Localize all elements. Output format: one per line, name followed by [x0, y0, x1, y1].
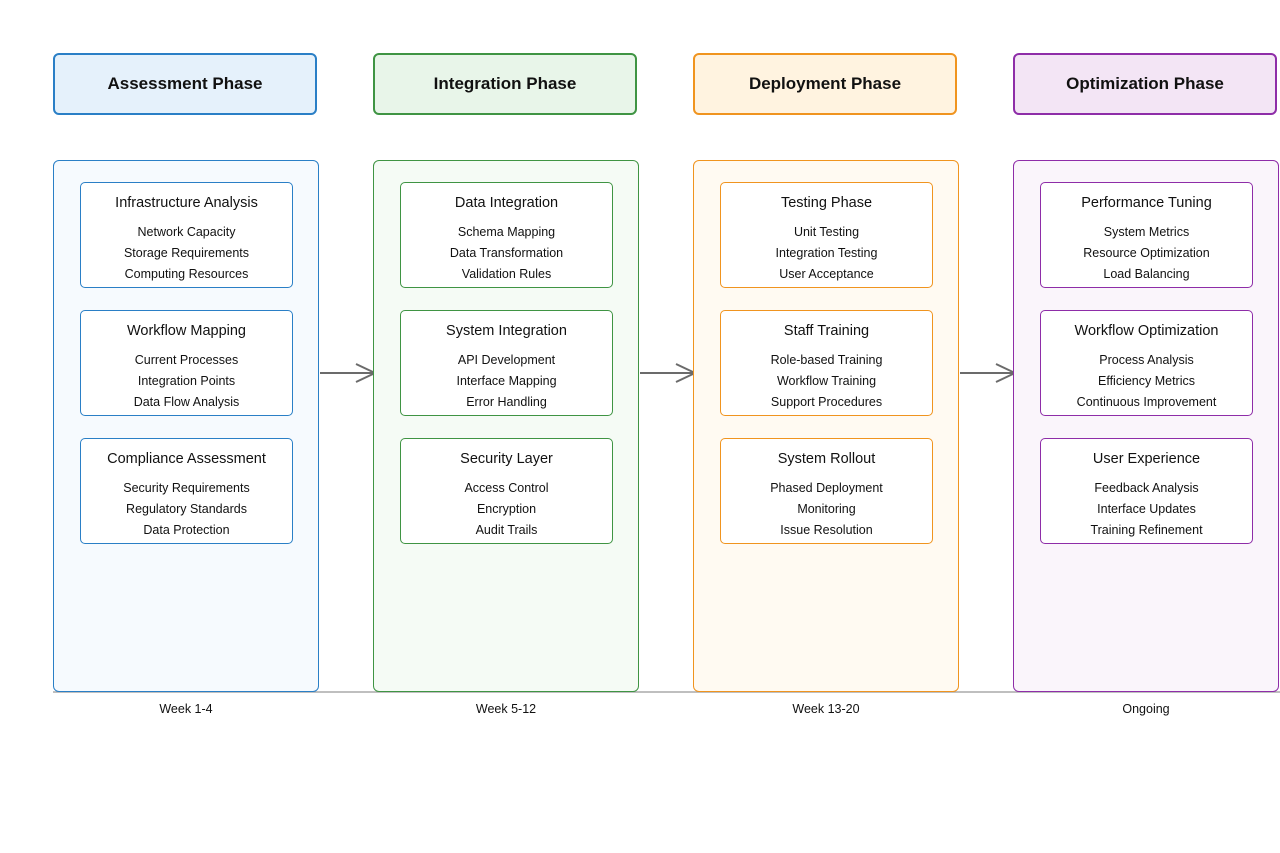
task-item: Monitoring	[797, 502, 856, 516]
arrow-deployment-to-optimization	[960, 363, 1018, 383]
task-item: Integration Points	[137, 374, 236, 388]
phase-title: Integration Phase	[433, 74, 577, 93]
phase-column-assessment: Infrastructure Analysis Network Capacity…	[53, 160, 319, 692]
task-item: Integration Testing	[775, 246, 878, 260]
task-item: API Development	[457, 353, 556, 367]
task-item: Storage Requirements	[123, 246, 250, 260]
task-title: Workflow Mapping	[126, 323, 246, 339]
task-item: Current Processes	[134, 353, 239, 367]
phase-title: Deployment Phase	[748, 74, 902, 93]
task-item: Load Balancing	[1103, 267, 1190, 281]
task-item: Support Procedures	[770, 395, 883, 409]
phase-header-deployment: Deployment Phase	[693, 53, 957, 115]
task-item: Data Flow Analysis	[133, 395, 240, 409]
phase-column-integration: Data Integration Schema Mapping Data Tra…	[373, 160, 639, 692]
task-card: Staff Training Role-based Training Workf…	[720, 310, 933, 416]
task-item: Encryption	[476, 502, 537, 516]
task-item: Workflow Training	[776, 374, 877, 388]
phase-header-assessment: Assessment Phase	[53, 53, 317, 115]
task-item: Error Handling	[466, 395, 547, 409]
task-title: Data Integration	[454, 195, 559, 211]
task-item: Process Analysis	[1099, 353, 1194, 367]
phase-column-deployment: Testing Phase Unit Testing Integration T…	[693, 160, 959, 692]
task-card: Workflow Mapping Current Processes Integ…	[80, 310, 293, 416]
task-card: Data Integration Schema Mapping Data Tra…	[400, 182, 613, 288]
task-title: Testing Phase	[780, 195, 873, 211]
task-item: Resource Optimization	[1083, 246, 1210, 260]
task-item: User Acceptance	[779, 267, 874, 281]
task-item: Access Control	[464, 481, 549, 495]
task-item: Issue Resolution	[780, 523, 873, 537]
task-title: System Rollout	[777, 451, 876, 467]
task-card: Performance Tuning System Metrics Resour…	[1040, 182, 1253, 288]
task-title: Workflow Optimization	[1074, 323, 1219, 339]
task-card: Infrastructure Analysis Network Capacity…	[80, 182, 293, 288]
phase-title: Assessment Phase	[107, 74, 263, 93]
task-item: Network Capacity	[137, 225, 236, 239]
task-title: Compliance Assessment	[107, 451, 266, 467]
timeline-label: Week 1-4	[159, 702, 213, 716]
task-item: Continuous Improvement	[1076, 395, 1217, 409]
task-title: System Integration	[446, 323, 567, 339]
task-item: Role-based Training	[770, 353, 883, 367]
task-title: Staff Training	[783, 323, 870, 339]
task-title: Security Layer	[460, 451, 553, 467]
task-item: Regulatory Standards	[126, 502, 247, 516]
phase-title: Optimization Phase	[1066, 74, 1224, 93]
task-item: Feedback Analysis	[1094, 481, 1199, 495]
arrow-integration-to-deployment	[640, 363, 698, 383]
phase-header-optimization: Optimization Phase	[1013, 53, 1277, 115]
task-title: Infrastructure Analysis	[115, 195, 258, 211]
task-item: Validation Rules	[461, 267, 552, 281]
task-item: Unit Testing	[793, 225, 860, 239]
task-card: System Rollout Phased Deployment Monitor…	[720, 438, 933, 544]
task-title: Performance Tuning	[1081, 195, 1212, 211]
task-item: Data Protection	[143, 523, 230, 537]
phase-column-optimization: Performance Tuning System Metrics Resour…	[1013, 160, 1279, 692]
timeline-label: Week 13-20	[792, 702, 860, 716]
task-card: User Experience Feedback Analysis Interf…	[1040, 438, 1253, 544]
timeline-label: Week 5-12	[475, 702, 537, 716]
task-title: User Experience	[1092, 451, 1201, 467]
task-item: Interface Updates	[1097, 502, 1196, 516]
task-item: Data Transformation	[449, 246, 564, 260]
task-card: Security Layer Access Control Encryption…	[400, 438, 613, 544]
task-card: Compliance Assessment Security Requireme…	[80, 438, 293, 544]
phase-header-integration: Integration Phase	[373, 53, 637, 115]
task-item: System Metrics	[1103, 225, 1190, 239]
task-item: Audit Trails	[475, 523, 538, 537]
task-item: Phased Deployment	[770, 481, 883, 495]
timeline-label: Ongoing	[1122, 702, 1170, 716]
task-item: Schema Mapping	[457, 225, 556, 239]
task-item: Training Refinement	[1090, 523, 1203, 537]
task-card: System Integration API Development Inter…	[400, 310, 613, 416]
arrow-assessment-to-integration	[320, 363, 378, 383]
task-item: Efficiency Metrics	[1097, 374, 1195, 388]
task-item: Computing Resources	[124, 267, 249, 281]
task-item: Security Requirements	[123, 481, 250, 495]
task-card: Workflow Optimization Process Analysis E…	[1040, 310, 1253, 416]
task-item: Interface Mapping	[456, 374, 557, 388]
task-card: Testing Phase Unit Testing Integration T…	[720, 182, 933, 288]
